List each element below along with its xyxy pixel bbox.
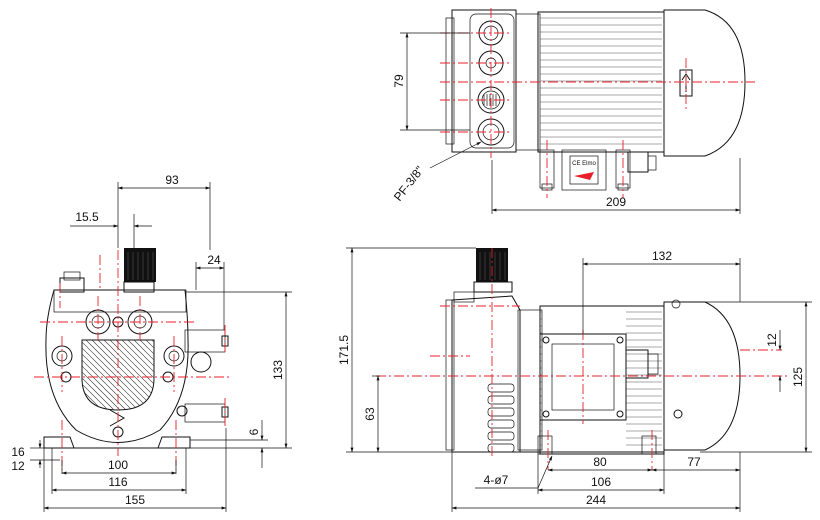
decor-line xyxy=(182,340,254,412)
decor-line xyxy=(97,340,154,410)
label-plate xyxy=(569,155,599,185)
decor-line xyxy=(82,340,141,410)
dim-155: 155 xyxy=(125,493,145,507)
front-view: 93 15.5 24 133 6 16 12 100 xyxy=(8,173,292,512)
dim-4-holes: 4-ø7 xyxy=(484,473,509,487)
dim-244: 244 xyxy=(586,493,606,507)
decor-line xyxy=(139,340,154,410)
dim-79: 79 xyxy=(392,74,406,88)
decor-line xyxy=(85,340,154,410)
dim-106: 106 xyxy=(591,475,611,489)
head-slot xyxy=(487,431,515,441)
decor-line xyxy=(82,340,105,410)
dim-12-side: 12 xyxy=(765,333,779,347)
head-slot xyxy=(487,419,515,429)
side-motor-body xyxy=(539,305,665,455)
decor-line xyxy=(115,340,154,410)
dim-132: 132 xyxy=(652,249,672,263)
decor-line xyxy=(133,340,154,410)
dim-12-front: 12 xyxy=(11,459,25,473)
dim-80: 80 xyxy=(593,455,607,469)
dim-100: 100 xyxy=(108,458,128,472)
decor-line xyxy=(188,340,260,412)
front-housing xyxy=(45,289,189,443)
dim-6: 6 xyxy=(247,428,261,435)
dim-77: 77 xyxy=(687,455,701,469)
dim-63: 63 xyxy=(363,407,377,421)
decor-line xyxy=(200,340,272,412)
decor-line xyxy=(82,340,129,410)
side-head-block xyxy=(451,295,521,453)
dim-93: 93 xyxy=(165,173,179,187)
front-hatch-area xyxy=(81,339,155,411)
top-view: CE Elmo 79 PF-3/8" 209 xyxy=(391,8,755,214)
front-foot-left xyxy=(43,436,75,449)
decor-line xyxy=(82,340,147,410)
decor-line xyxy=(194,340,266,412)
front-foot-right xyxy=(157,436,191,449)
decor-line xyxy=(103,340,154,410)
front-knob xyxy=(124,248,156,282)
decor-line xyxy=(82,340,111,410)
decor-line xyxy=(158,340,230,412)
dim-pf-thread: PF-3/8" xyxy=(391,163,427,203)
decor-line xyxy=(8,340,80,412)
dim-209: 209 xyxy=(606,195,626,209)
dim-125: 125 xyxy=(791,367,805,387)
dim-24: 24 xyxy=(207,253,221,267)
dim-171-5: 171.5 xyxy=(337,335,351,365)
dim-116: 116 xyxy=(108,475,127,489)
decor-line xyxy=(82,340,153,410)
head-slot xyxy=(487,407,515,417)
label-plate-text: CE Elmo xyxy=(572,161,596,167)
dim-15-5: 15.5 xyxy=(75,210,99,224)
decor-line xyxy=(170,340,242,412)
decor-line xyxy=(82,340,117,410)
decor-line xyxy=(176,340,248,412)
head-slot xyxy=(487,383,515,393)
side-view: 171.5 63 132 125 12 80 77 4-ø7 106 xyxy=(337,247,812,512)
decor-line xyxy=(82,340,87,410)
head-slot xyxy=(487,395,515,405)
decor-line xyxy=(127,340,154,410)
decor-line xyxy=(91,340,154,410)
decor-line xyxy=(109,340,154,410)
decor-line xyxy=(121,340,154,410)
decor-line xyxy=(82,340,123,410)
dim-133: 133 xyxy=(271,360,285,380)
top-end-cap xyxy=(663,9,746,157)
decor-line xyxy=(82,340,135,410)
dim-16: 16 xyxy=(11,445,25,459)
